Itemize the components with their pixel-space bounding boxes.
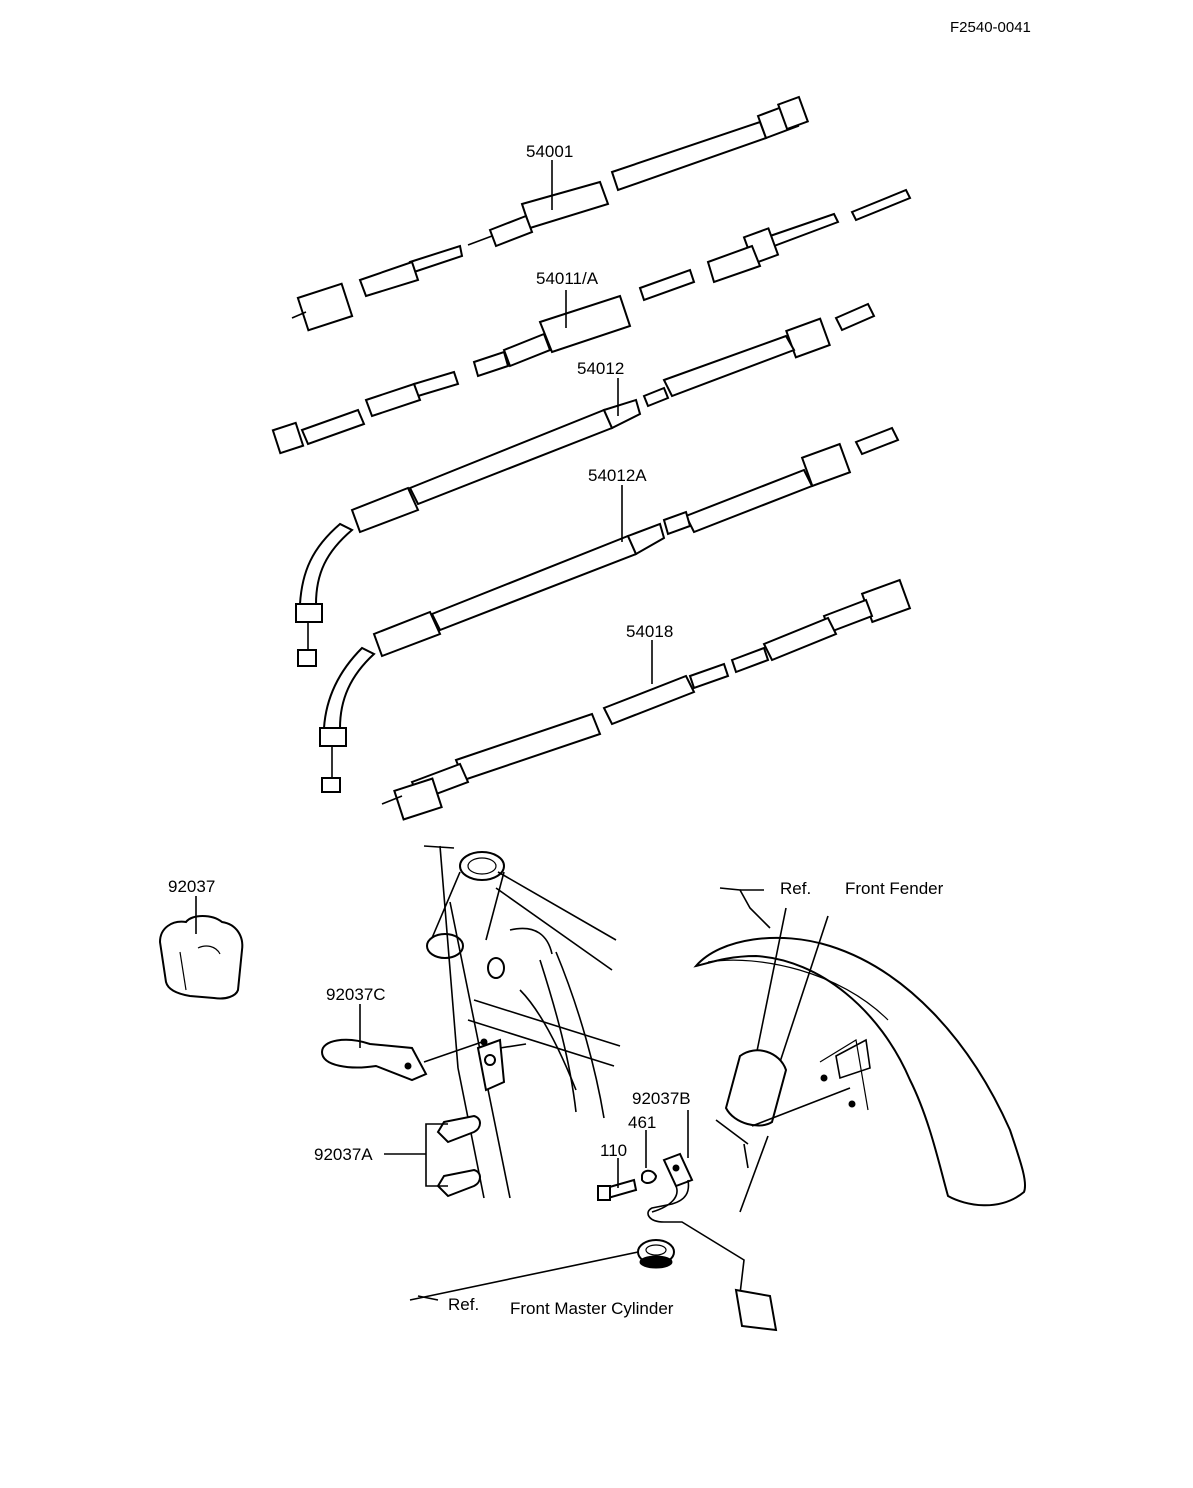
ref-front-fender: Ref.: [780, 879, 811, 898]
cable-54012: 54012: [271, 302, 876, 667]
clamp-92037c: 92037C: [320, 985, 488, 1082]
clamp-92037a: 92037A: [314, 1114, 481, 1198]
callout-54001: 54001: [526, 142, 573, 161]
callout-54018: 54018: [626, 622, 673, 641]
cable-54011a: 54011/A: [472, 188, 912, 378]
callout-54012a: 54012A: [588, 466, 647, 485]
callout-92037b: 92037B: [632, 1089, 691, 1108]
cable-54018: 54018: [381, 578, 912, 821]
callout-54012: 54012: [577, 359, 624, 378]
clamp-92037: 92037: [158, 877, 244, 1000]
callout-92037c: 92037C: [326, 985, 386, 1004]
callout-461: 461: [628, 1113, 656, 1132]
name-front-fender: Front Fender: [845, 879, 944, 898]
frame-head-section: [423, 845, 621, 1199]
name-front-master-cylinder: Front Master Cylinder: [510, 1299, 674, 1318]
front-master-cylinder-ref: Ref. Front Master Cylinder: [409, 1239, 675, 1318]
drawing-code: F2540-0041: [950, 19, 1031, 36]
callout-110: 110: [600, 1141, 627, 1160]
callout-54011a: 54011/A: [536, 269, 599, 288]
guide-92037b-assembly: 92037B 461 110: [597, 1089, 778, 1332]
callout-92037a: 92037A: [314, 1145, 373, 1164]
cable-54012a: 54012A: [319, 426, 900, 793]
cable-54001: 54001: [291, 95, 810, 332]
callout-92037: 92037: [168, 877, 215, 896]
front-fender: Ref. Front Fender: [693, 879, 1026, 1213]
ref-front-master-cylinder: Ref.: [448, 1295, 479, 1314]
